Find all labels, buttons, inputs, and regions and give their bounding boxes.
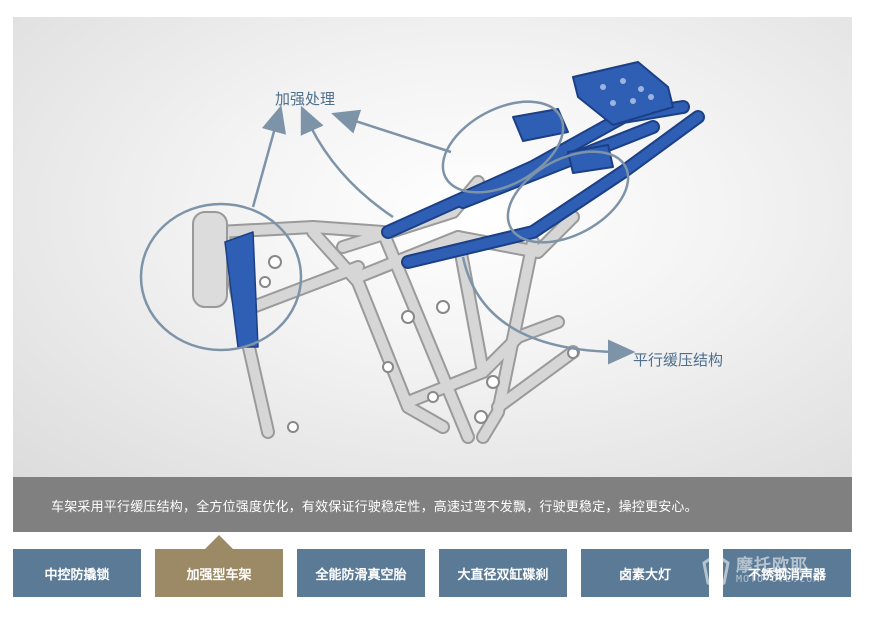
tab-reinforced-frame[interactable]: 加强型车架 — [155, 549, 283, 597]
tab-disc-brake[interactable]: 大直径双缸碟刹 — [439, 549, 567, 597]
tab-label: 不锈钢消声器 — [747, 567, 826, 583]
callout-parallel: 平行缓压结构 — [633, 351, 723, 369]
tab-label: 大直径双缸碟刹 — [457, 567, 549, 583]
callout-arrow — [331, 109, 452, 154]
callout-arrow — [251, 104, 287, 208]
tab-label: 加强型车架 — [186, 567, 252, 583]
tab-central-lock[interactable]: 中控防撬锁 — [13, 549, 141, 597]
tab-label: 全能防滑真空胎 — [315, 567, 407, 583]
tab-label: 中控防撬锁 — [44, 567, 110, 583]
tab-label: 卤素大灯 — [618, 567, 671, 583]
highlight-circle-rail-right — [506, 150, 630, 244]
highlight-circle-rail-left — [441, 100, 565, 194]
active-tab-pointer — [204, 535, 234, 550]
caption-text: 车架采用平行缓压结构，全方位强度优化，有效保证行驶稳定性，高速过弯不发飘，行驶更… — [51, 500, 698, 515]
tab-halogen-light[interactable]: 卤素大灯 — [581, 549, 709, 597]
callout-reinforce: 加强处理 — [275, 90, 335, 108]
head-tube — [192, 211, 228, 308]
tab-tubeless-tire[interactable]: 全能防滑真空胎 — [297, 549, 425, 597]
frame-illustration-panel: 加强处理 平行缓压结构 — [13, 17, 852, 477]
frame-illustration: 加强处理 平行缓压结构 — [139, 61, 723, 444]
feature-tabs: 中控防撬锁 加强型车架 全能防滑真空胎 大直径双缸碟刹 卤素大灯 不锈钢消声器 — [13, 549, 852, 597]
caption-bar: 车架采用平行缓压结构，全方位强度优化，有效保证行驶稳定性，高速过弯不发飘，行驶更… — [13, 477, 852, 532]
highlight-circle-headtube — [139, 202, 303, 352]
callout-arrow — [461, 256, 636, 365]
tab-muffler[interactable]: 不锈钢消声器 — [723, 549, 851, 597]
callout-arrow — [300, 105, 394, 219]
